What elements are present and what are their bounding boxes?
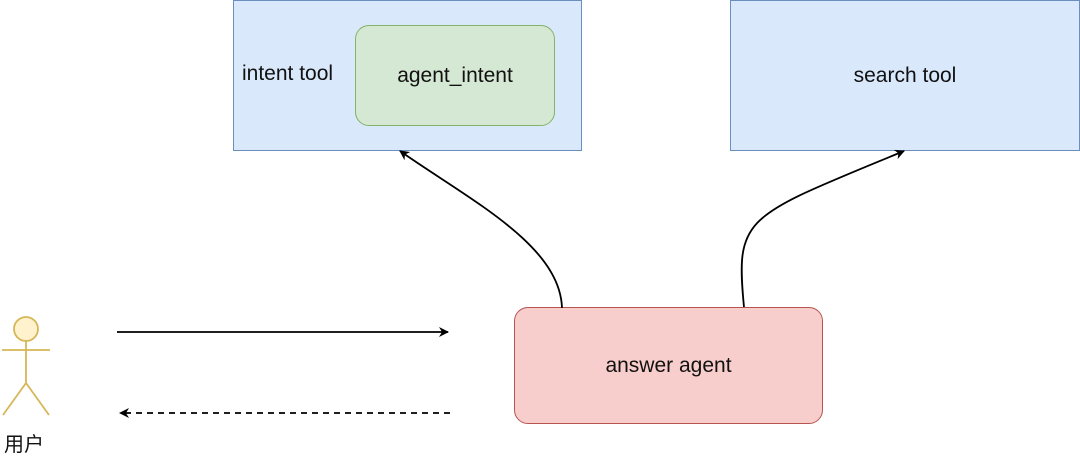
agent-intent-box[interactable]: agent_intent (355, 25, 555, 126)
search-tool-label: search tool (853, 63, 957, 87)
answer-agent-label: answer agent (605, 353, 732, 377)
edge-agent-to-intent-tool (399, 150, 563, 309)
user-label: 用户 (4, 432, 44, 456)
search-tool-box[interactable]: search tool (730, 0, 1080, 151)
answer-agent-box[interactable]: answer agent (514, 307, 823, 424)
edge-agent-to-search-tool (740, 149, 905, 308)
user-actor-icon[interactable] (2, 316, 50, 416)
intent-tool-label: intent tool (242, 62, 334, 85)
agent-intent-label: agent_intent (397, 63, 513, 87)
